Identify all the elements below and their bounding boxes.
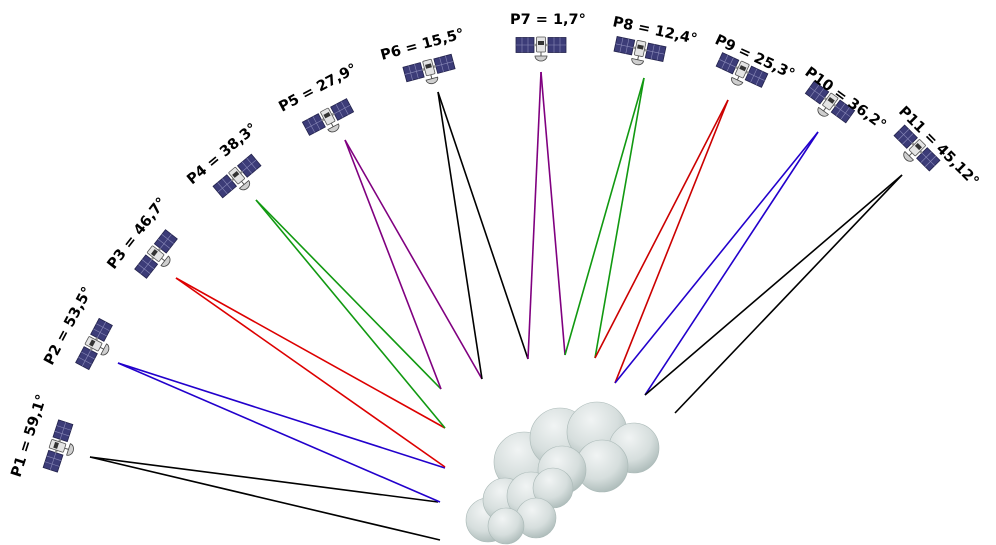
signal-line-p1-1	[89, 456, 439, 503]
signal-line-p5-2	[344, 139, 442, 390]
signal-line-p2-2	[117, 362, 441, 503]
signal-line-p6-1	[437, 91, 529, 360]
signal-line-p2-1	[117, 362, 446, 469]
satellite-icon-p5	[301, 97, 359, 144]
signal-line-p7-2	[527, 71, 542, 360]
signal-line-p10-2	[614, 131, 819, 384]
satellite-label-p6: P6 = 15,5°	[379, 26, 466, 64]
signal-line-p4-1	[255, 199, 442, 390]
satellite-label-p7: P7 = 1,7°	[510, 12, 586, 28]
signal-line-p11-2	[644, 174, 903, 396]
signal-line-p11-1	[674, 174, 903, 414]
signal-line-p3-2	[175, 277, 446, 468]
satellite-label-p3: P3 = 46,7°	[105, 195, 171, 273]
signal-line-p10-1	[644, 131, 819, 396]
satellites	[42, 35, 941, 476]
signal-line-p8-1	[594, 77, 645, 359]
signal-line-p9-1	[614, 99, 729, 384]
satellite-icon-p8	[611, 35, 667, 71]
signal-line-p8-2	[564, 77, 645, 356]
signal-line-p5-1	[344, 139, 483, 380]
cloud-icon	[465, 401, 660, 545]
signal-line-p7-1	[540, 71, 566, 356]
signal-line-p4-2	[255, 199, 446, 429]
signal-line-p1-2	[89, 456, 441, 541]
satellite-label-p4: P4 = 38,3°	[184, 121, 260, 189]
satellite-icon-p1	[42, 419, 82, 476]
satellite-icon-p6	[402, 53, 458, 91]
signal-lines	[89, 71, 903, 541]
signal-line-p6-2	[437, 91, 483, 380]
satellite-icon-p7	[515, 36, 567, 62]
signal-line-p9-2	[594, 99, 729, 359]
signal-line-p3-1	[175, 277, 446, 429]
satellite-icon-p2	[74, 317, 121, 375]
